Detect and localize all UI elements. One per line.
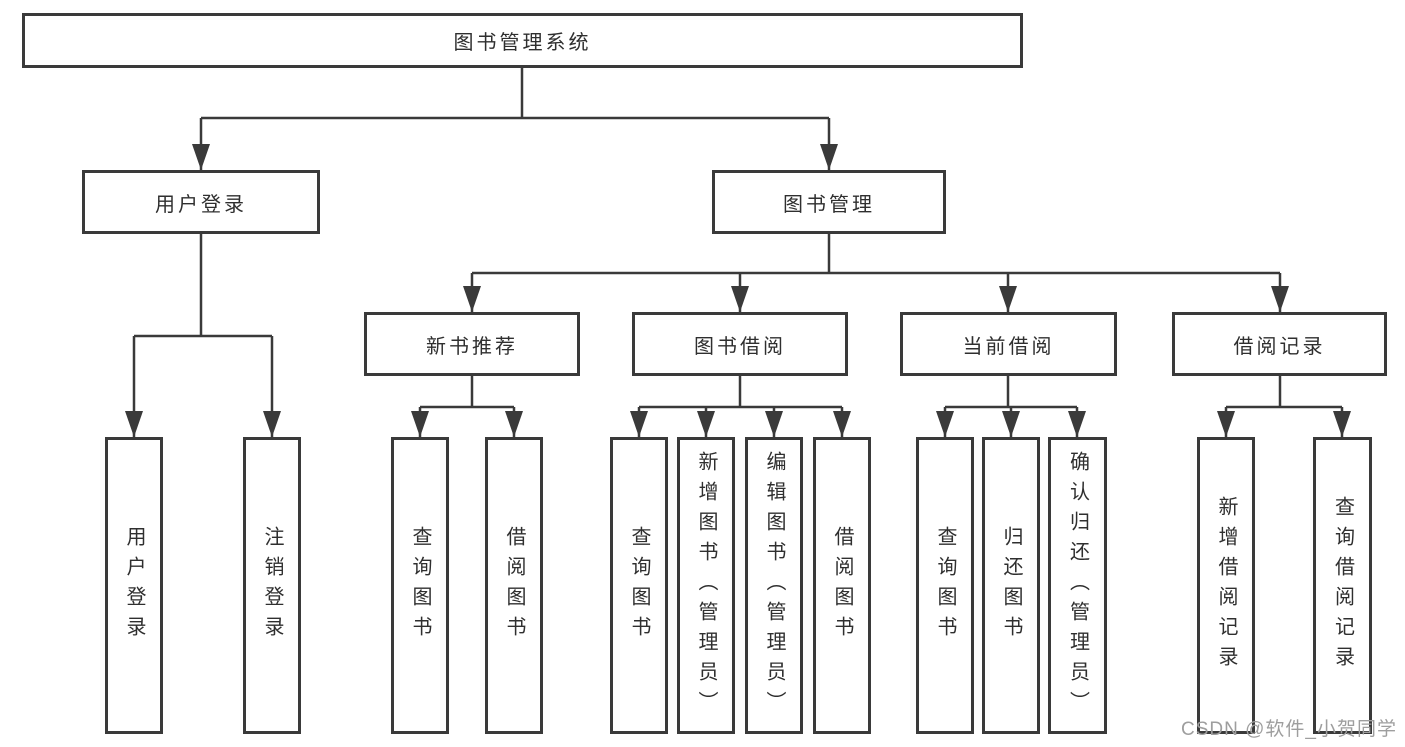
- leaf-query-borrow-record: 查询借阅记录: [1313, 437, 1372, 734]
- leaf-confirm-return-admin: 确认归还（管理员）: [1048, 437, 1107, 734]
- leaf-logout: 注销登录: [243, 437, 301, 734]
- node-current-borrow: 当前借阅: [900, 312, 1117, 376]
- leaf-query-books-current: 查询图书: [916, 437, 974, 734]
- node-new-book-recommend: 新书推荐: [364, 312, 580, 376]
- leaf-edit-books-admin: 编辑图书（管理员）: [745, 437, 803, 734]
- leaf-return-books: 归还图书: [982, 437, 1040, 734]
- node-book-borrow: 图书借阅: [632, 312, 848, 376]
- leaf-borrow-books: 借阅图书: [813, 437, 871, 734]
- leaf-borrow-books-recommend: 借阅图书: [485, 437, 543, 734]
- node-user-login: 用户登录: [82, 170, 320, 234]
- leaf-user-login: 用户登录: [105, 437, 163, 734]
- leaf-add-books-admin: 新增图书（管理员）: [677, 437, 735, 734]
- node-borrow-records: 借阅记录: [1172, 312, 1387, 376]
- connector-group: [125, 68, 1351, 437]
- leaf-query-books-borrow: 查询图书: [610, 437, 668, 734]
- node-root-system: 图书管理系统: [22, 13, 1023, 68]
- leaf-add-borrow-record: 新增借阅记录: [1197, 437, 1255, 734]
- node-book-management: 图书管理: [712, 170, 946, 234]
- leaf-query-books-recommend: 查询图书: [391, 437, 449, 734]
- csdn-watermark: CSDN @软件_小贺同学: [1181, 719, 1397, 740]
